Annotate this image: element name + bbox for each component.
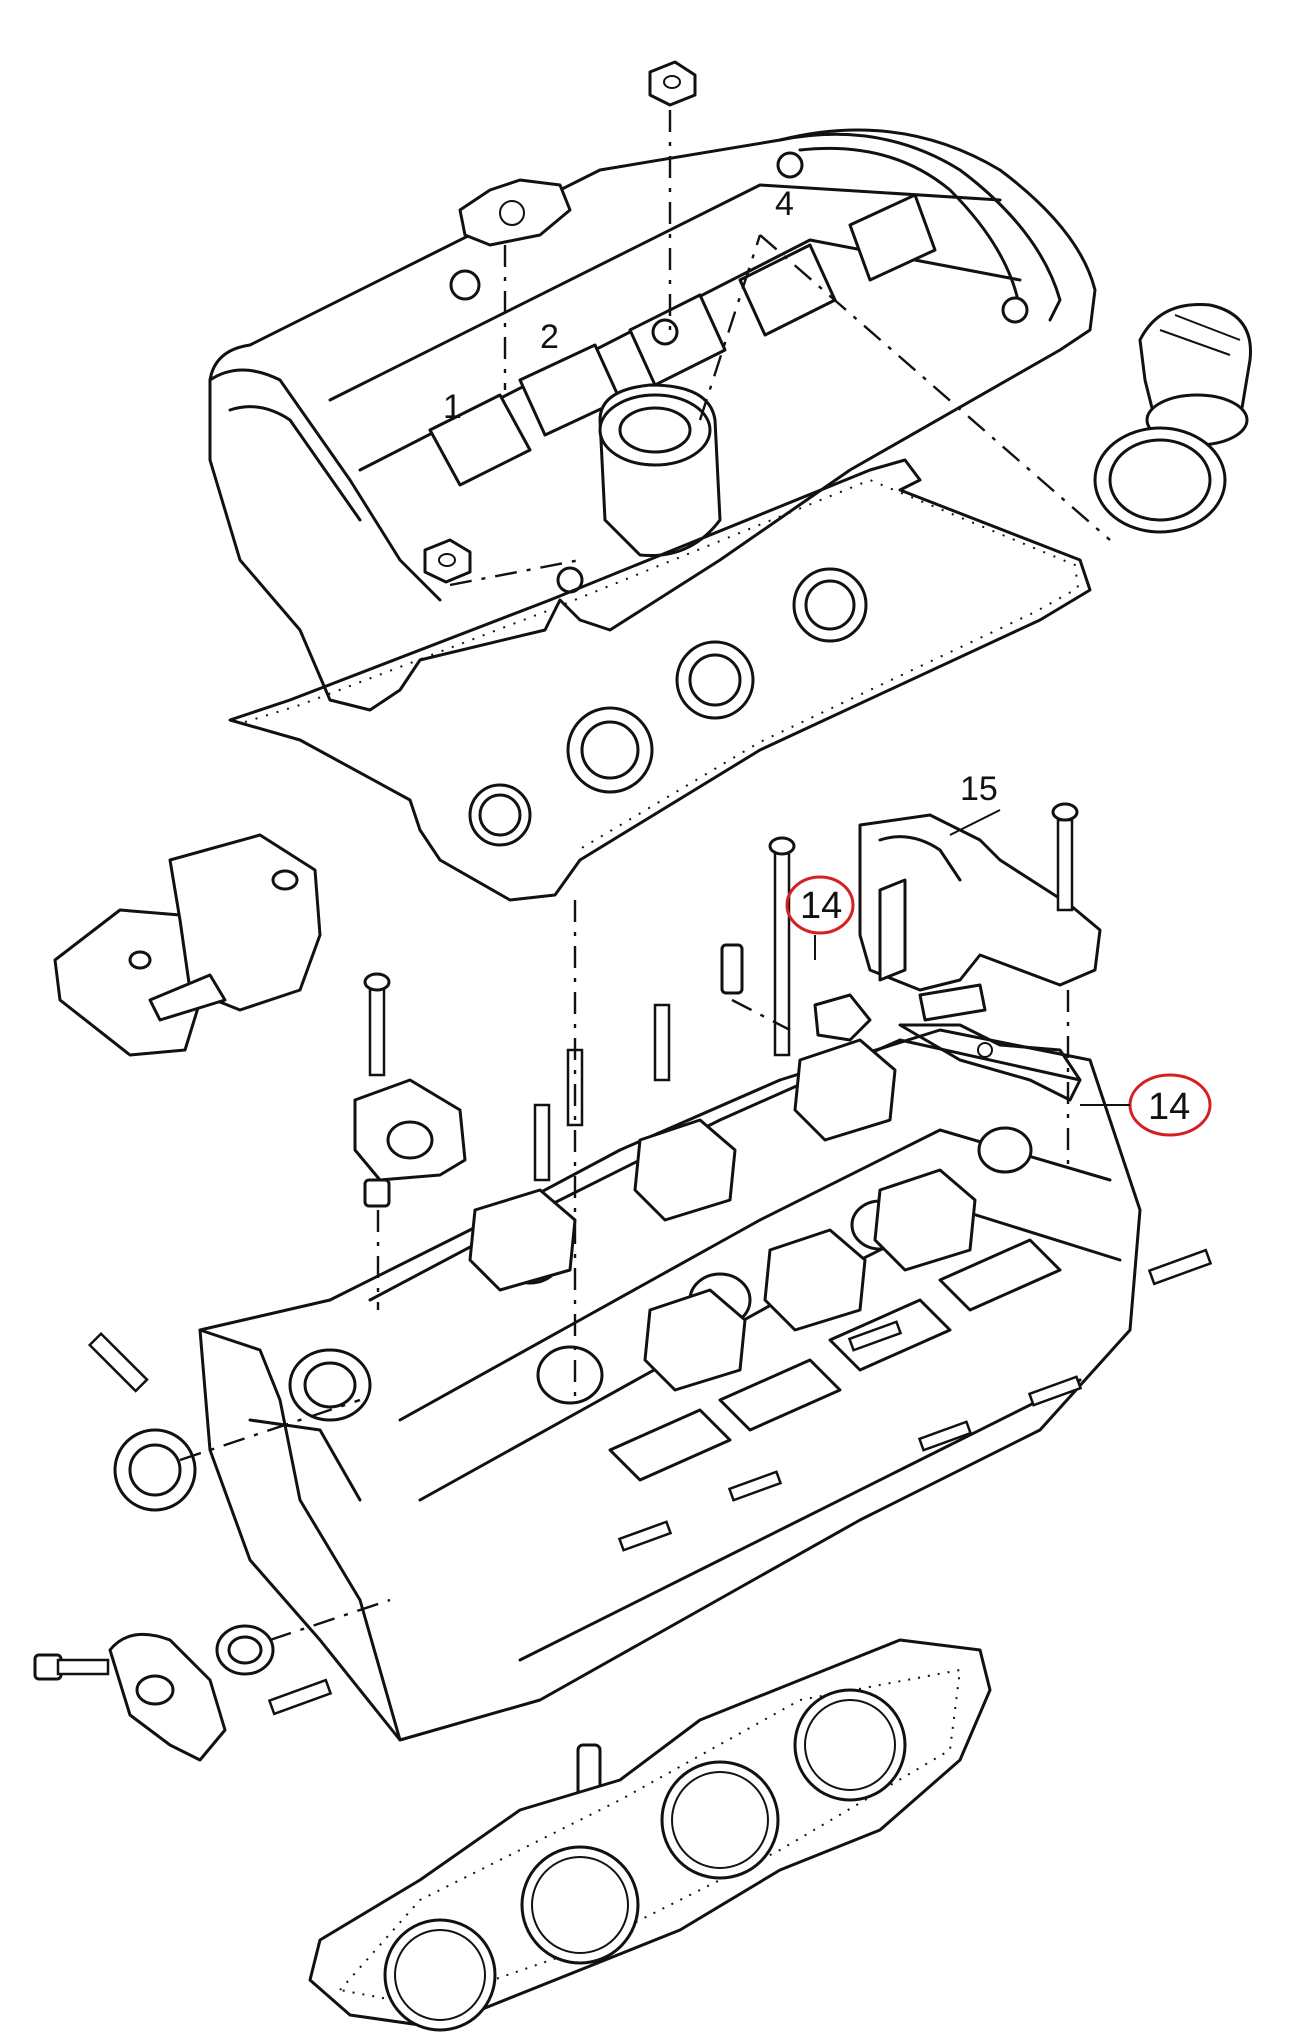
hall-sender [108,1632,227,1762]
callout-14-upper: 14 [785,875,855,960]
oil-filler-seal [1093,426,1227,534]
tensioner-bolt [1051,802,1079,912]
valve-cover-gasket [228,458,1092,902]
camshaft-bearing-cap [353,1078,467,1182]
cover-seal-bracket [458,178,572,247]
head-bearing-caps [468,1038,977,1392]
stud-hall [267,1678,333,1716]
cylinder-head [198,1028,1142,1742]
stud-front-left [87,1331,149,1393]
cylinder-head-gasket [308,1638,992,2032]
hall-sender-bolt [33,1653,110,1681]
cover-mark-2: 2 [540,318,559,356]
coil-openings [428,193,937,487]
camshaft-seal [113,1428,197,1512]
chain-tensioner [858,813,1102,1022]
callout-14-upper-label: 14 [800,885,842,927]
cover-nut-left [423,538,472,584]
spacer-sleeve [215,1624,275,1676]
callout-14-upper-ring [785,875,855,935]
studs [533,1003,671,1182]
callout-15-label: 15 [960,770,998,808]
long-bolt [768,836,796,1057]
callout-15: 15 [960,770,998,808]
dowel-sleeve [363,1178,391,1208]
oil-filler-cap [1138,302,1252,447]
cover-nut-top [648,60,697,107]
tensioner-pad [813,993,872,1042]
guide-pin [720,943,744,995]
bearing-cap-bolt [363,972,391,1077]
cover-mark-1: 1 [443,388,462,426]
tensioner-gasket [898,1023,1082,1102]
callout-14-right: 14 [1080,1073,1212,1137]
cover-mark-4: 4 [775,185,794,223]
valve-cover: 1 2 4 [208,128,1097,712]
camshaft-bearing-cap-assembly [53,833,322,1057]
exhaust-studs [617,1248,1213,1552]
callout-14-right-label: 14 [1148,1086,1190,1128]
